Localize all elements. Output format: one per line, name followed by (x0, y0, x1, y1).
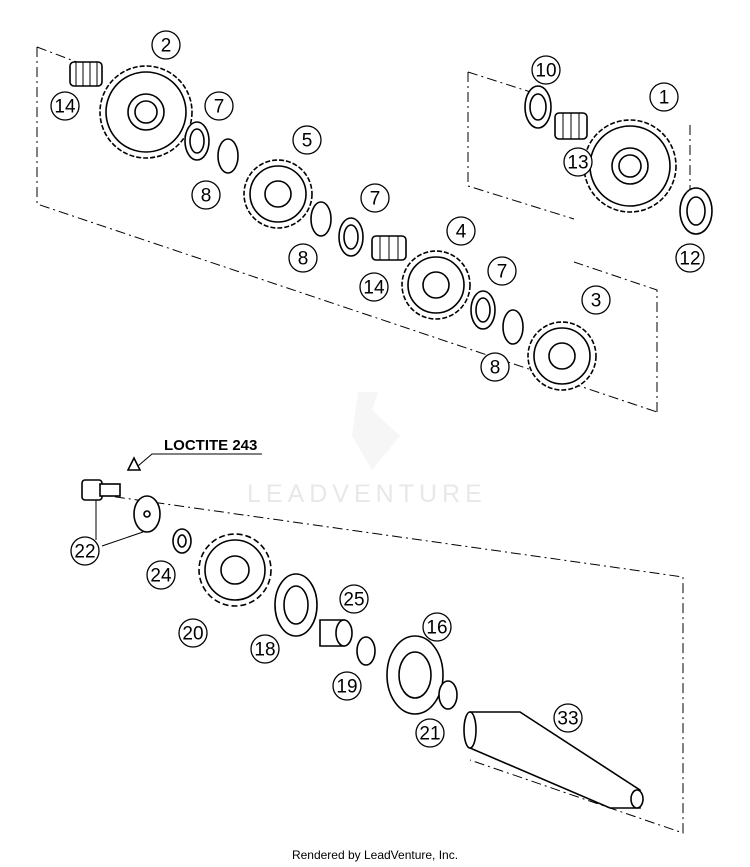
callout-label: 10 (535, 61, 556, 82)
circlip-8-c (502, 309, 524, 345)
callout-label: 19 (336, 677, 357, 698)
callout-18: 18 (250, 634, 280, 664)
callout-label: 14 (363, 278, 385, 299)
callout-3: 3 (581, 285, 611, 315)
shaft-boundary (94, 493, 684, 834)
shim-10 (524, 85, 552, 129)
callout-14: 14 (359, 272, 389, 302)
washer-24 (172, 528, 192, 554)
watermark-text: LEADVENTURE (247, 480, 487, 508)
callout-label: 7 (370, 189, 381, 210)
callout-label: 20 (182, 624, 203, 645)
sprocket-20 (198, 533, 272, 607)
callout-label: 1 (659, 88, 670, 109)
needle-bearing-14-mid (371, 235, 407, 261)
callout-label: 13 (567, 153, 588, 174)
upper-assembly-boundary (36, 46, 658, 413)
callout-10: 10 (531, 55, 561, 85)
callout-14: 14 (50, 91, 80, 121)
callout-7: 7 (360, 183, 390, 213)
ball-bearing-16 (386, 635, 444, 715)
callout-12: 12 (675, 243, 705, 273)
callout-16: 16 (422, 612, 452, 642)
callout-21: 21 (415, 718, 445, 748)
callout-label: 7 (214, 97, 225, 118)
callout-label: 12 (679, 249, 700, 270)
gear-4 (401, 250, 471, 320)
footer-credit: Rendered by LeadVenture, Inc. (291, 848, 459, 862)
loctite-leader (137, 453, 262, 467)
callout-label: 8 (490, 358, 501, 379)
callout-19: 19 (332, 671, 362, 701)
callout-1: 1 (649, 82, 679, 112)
gear-2 (99, 65, 193, 159)
upper-right-boundary (467, 71, 691, 220)
callout-label: 5 (302, 131, 313, 152)
callout-label: 33 (557, 709, 578, 730)
callout-8: 8 (480, 352, 510, 382)
bolt-22 (81, 479, 121, 501)
shim-7-b (338, 217, 364, 257)
callout-label: 3 (591, 291, 602, 312)
spacer-25 (319, 619, 353, 647)
callout-label: 2 (161, 36, 172, 57)
shim-7-a (184, 121, 210, 161)
watermark-logo (352, 392, 400, 470)
callout-8: 8 (288, 243, 318, 273)
callout-5: 5 (292, 125, 322, 155)
gear-3 (527, 321, 597, 391)
callout-7: 7 (204, 91, 234, 121)
callout-2: 2 (151, 30, 181, 60)
circlip-8-a (217, 138, 239, 174)
callout-22: 22 (70, 536, 100, 566)
ball-bearing-12 (679, 187, 713, 235)
callout-13: 13 (563, 147, 593, 177)
gear-1 (583, 119, 677, 213)
callout-20: 20 (178, 618, 208, 648)
washer-22 (133, 495, 161, 533)
o-ring-19 (356, 636, 376, 666)
callout-label: 7 (497, 262, 508, 283)
gear-5 (243, 159, 313, 229)
callout-25: 25 (339, 584, 369, 614)
callout-33: 33 (553, 703, 583, 733)
callout-7: 7 (487, 256, 517, 286)
loctite-label: LOCTITE 243 (164, 437, 257, 454)
callout-label: 24 (150, 566, 172, 587)
callout-label: 21 (419, 724, 440, 745)
needle-bearing-14-upper (69, 61, 103, 87)
callout-label: 14 (54, 97, 76, 118)
callout-label: 8 (298, 249, 309, 270)
callout-label: 25 (343, 590, 364, 611)
callout-8: 8 (191, 180, 221, 210)
seal-18 (274, 573, 318, 637)
loctite-drop (126, 456, 142, 471)
shim-7-c (470, 290, 496, 330)
callout-24: 24 (146, 560, 176, 590)
output-shaft-33 (463, 711, 644, 809)
circlip-8-b (310, 201, 332, 237)
o-ring-21 (438, 680, 458, 710)
callout-label: 16 (426, 618, 447, 639)
callout-label: 18 (254, 640, 275, 661)
callout-label: 4 (456, 222, 467, 243)
callout-4: 4 (446, 216, 476, 246)
needle-bearing-13 (554, 112, 588, 140)
callout-label: 8 (201, 186, 212, 207)
callout-label: 22 (74, 542, 95, 563)
leader-22-washer (101, 531, 144, 547)
